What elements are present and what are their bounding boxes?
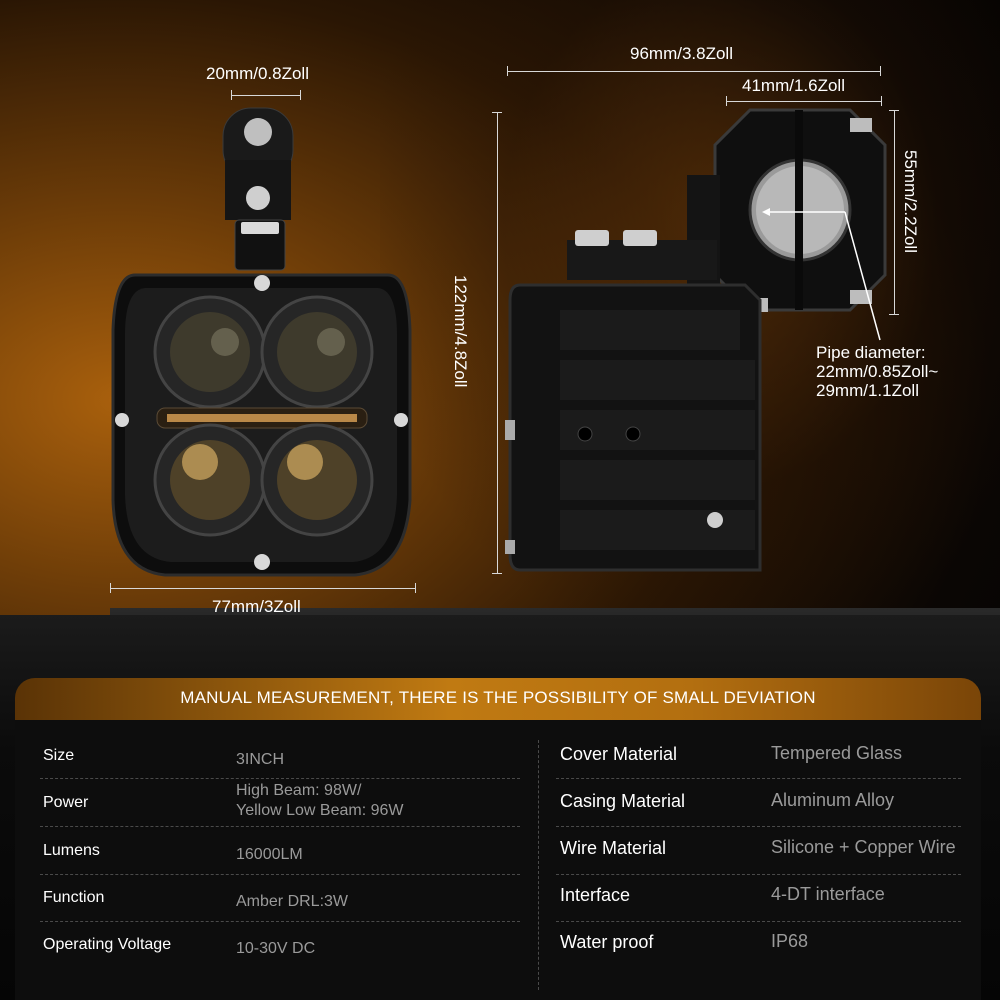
spec-label: Wire Material: [560, 838, 667, 858]
pipe-note-line3: 29mm/1.1Zoll: [816, 381, 919, 400]
spec-row-waterproof: Water proof IP68: [560, 932, 980, 979]
row-divider: [40, 778, 520, 779]
spec-value: Aluminum Alloy: [771, 790, 895, 810]
mount-width-tick-right: [300, 90, 301, 100]
face-width-label: 77mm/3Zoll: [212, 597, 301, 616]
spec-value: Tempered Glass: [771, 743, 903, 763]
spec-row-function: Function Amber DRL:3W: [43, 887, 523, 934]
spec-value: Silicone + Copper Wire: [771, 837, 956, 857]
spec-row-power: Power High Beam: 98W/ Yellow Low Beam: 9…: [43, 782, 523, 829]
spec-label: Power: [43, 794, 89, 811]
clamp-width-line: [726, 101, 882, 102]
face-width-tick-right: [415, 583, 416, 593]
height-label: 122mm/4.8Zoll: [451, 275, 470, 388]
height-line: [497, 112, 498, 574]
measurement-banner: MANUAL MEASUREMENT, THERE IS THE POSSIBI…: [15, 678, 981, 720]
spec-value: High Beam: 98W/: [236, 782, 362, 799]
spec-label: Water proof: [560, 932, 654, 952]
pipe-diameter-note: Pipe diameter: 22mm/0.85Zoll~ 29mm/1.1Zo…: [816, 343, 938, 400]
row-divider: [40, 826, 520, 827]
mount-width-label: 20mm/0.8Zoll: [206, 64, 309, 83]
spec-table: [15, 720, 981, 1000]
pipe-note-line2: 22mm/0.85Zoll~: [816, 362, 939, 381]
spec-value: 10-30V DC: [236, 940, 316, 957]
depth-tick-right: [880, 66, 881, 76]
depth-label: 96mm/3.8Zoll: [630, 44, 733, 63]
spec-label: Cover Material: [560, 744, 678, 764]
spec-row-lumens: Lumens 16000LM: [43, 840, 523, 887]
clamp-height-tick-top: [889, 110, 899, 111]
spec-row-casing: Casing Material Aluminum Alloy: [560, 791, 980, 838]
mount-width-line: [231, 95, 301, 96]
column-divider: [538, 740, 539, 990]
spec-label: Lumens: [43, 842, 100, 859]
face-width-line: [110, 588, 416, 589]
row-divider: [556, 778, 961, 779]
row-divider: [556, 826, 961, 827]
spec-value: 3INCH: [236, 751, 285, 768]
clamp-height-tick-bottom: [889, 314, 899, 315]
spec-value: IP68: [771, 931, 809, 951]
height-tick-bottom: [492, 573, 502, 574]
clamp-height-label: 55mm/2.2Zoll: [901, 150, 920, 253]
spec-value: 16000LM: [236, 846, 303, 863]
clamp-height-line: [894, 110, 895, 315]
spec-row-wire: Wire Material Silicone + Copper Wire: [560, 838, 980, 885]
depth-tick-left: [507, 66, 508, 76]
spec-label: Size: [43, 747, 75, 764]
clamp-width-label: 41mm/1.6Zoll: [742, 76, 845, 95]
front-view-light: [111, 107, 412, 577]
pipe-pointer: [762, 208, 881, 341]
spec-row-interface: Interface 4-DT interface: [560, 885, 980, 932]
row-divider: [40, 921, 520, 922]
row-divider: [556, 874, 961, 875]
mount-width-tick-left: [231, 90, 232, 100]
side-view-light: [505, 108, 887, 572]
clamp-width-tick-right: [881, 96, 882, 106]
spec-row-size: Size 3INCH: [43, 745, 523, 792]
banner-text: MANUAL MEASUREMENT, THERE IS THE POSSIBI…: [180, 688, 816, 707]
spec-label: Casing Material: [560, 791, 686, 811]
spec-row-cover: Cover Material Tempered Glass: [560, 744, 980, 791]
spec-label: Function: [43, 889, 105, 906]
spec-label: Operating Voltage: [43, 936, 172, 953]
face-width-tick-left: [110, 583, 111, 593]
row-divider: [40, 874, 520, 875]
clamp-width-tick-left: [726, 96, 727, 106]
height-tick-top: [492, 112, 502, 113]
spec-row-voltage: Operating Voltage 10-30V DC: [43, 934, 523, 981]
pipe-note-line1: Pipe diameter:: [816, 343, 926, 362]
spec-value: Amber DRL:3W: [236, 893, 349, 910]
depth-line: [507, 71, 881, 72]
spec-label: Interface: [560, 885, 631, 905]
spec-value-line2: Yellow Low Beam: 96W: [236, 802, 404, 819]
row-divider: [556, 921, 961, 922]
spec-value: 4-DT interface: [771, 884, 885, 904]
